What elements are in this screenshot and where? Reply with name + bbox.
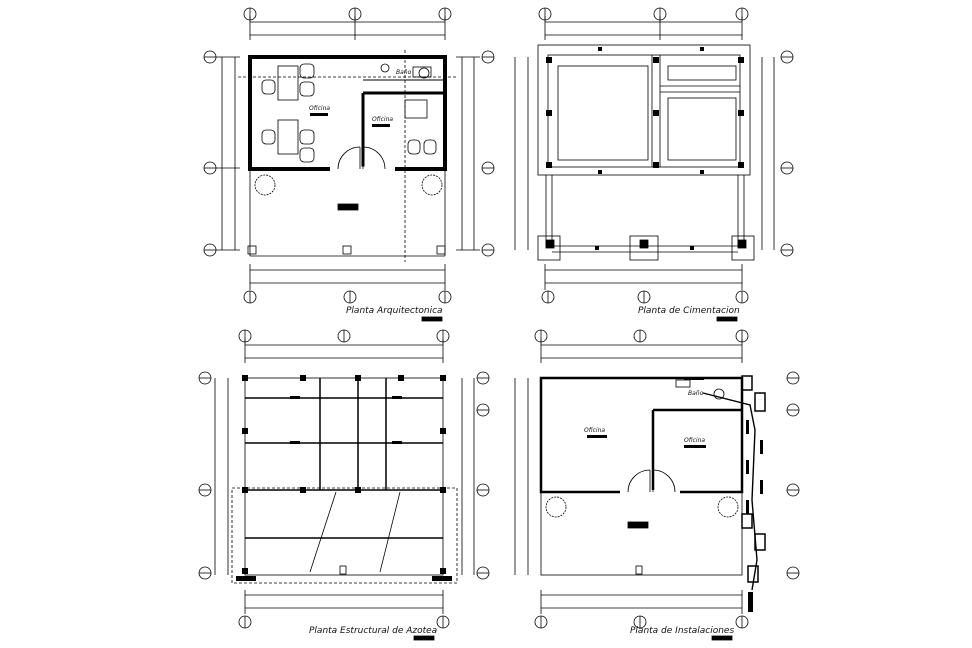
plan-title-cimentacion: Planta de Cimentacion	[638, 306, 740, 316]
room-label-oficina-1b: Oficina	[372, 116, 393, 123]
plan-title-azotea: Planta Estructural de Azotea	[309, 626, 437, 636]
plan-title-instalaciones: Planta de Instalaciones	[630, 626, 734, 636]
plan-instalaciones	[514, 329, 800, 641]
room-label-oficina-4b: Oficina	[684, 437, 705, 444]
plan-arquitectonica	[203, 7, 495, 322]
room-label-bano-4: Baño	[688, 390, 704, 397]
room-label-oficina-1a: Oficina	[309, 105, 330, 112]
plan-azotea	[198, 329, 490, 641]
room-label-oficina-4a: Oficina	[584, 427, 605, 434]
plan-cimentacion	[514, 7, 794, 322]
label-bars	[310, 113, 706, 448]
room-label-bano-1: Baño	[396, 69, 412, 76]
plan-title-arquitectonica: Planta Arquitectonica	[346, 306, 443, 316]
